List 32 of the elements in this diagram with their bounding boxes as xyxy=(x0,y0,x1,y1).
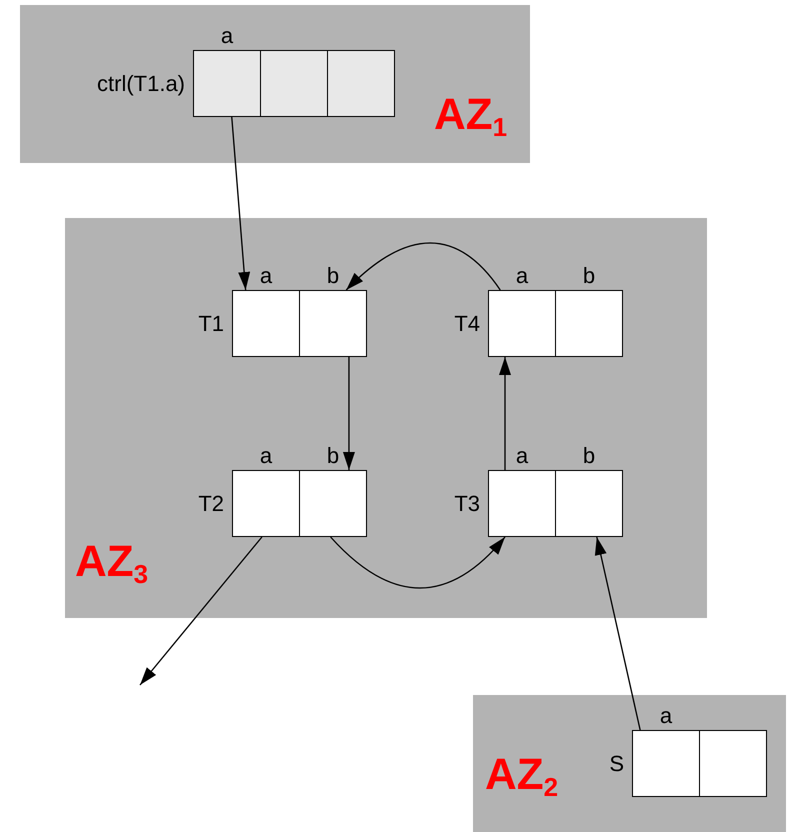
arrow xyxy=(346,242,501,290)
field-label: b xyxy=(326,442,340,470)
zone-label: AZ$_{1}$ xyxy=(434,93,508,137)
record-label: S xyxy=(609,750,624,778)
record-field xyxy=(699,730,767,797)
field-label: a xyxy=(258,442,274,470)
arrow xyxy=(499,357,511,470)
field-label: b xyxy=(582,442,596,470)
field-label: a xyxy=(514,262,530,290)
arrow xyxy=(342,357,355,470)
record-label: T1 xyxy=(198,310,224,338)
field-label: a xyxy=(514,442,530,470)
record-field xyxy=(260,50,328,117)
record-label: T3 xyxy=(454,490,480,518)
record-label: T2 xyxy=(198,490,224,518)
record-label: T4 xyxy=(454,310,480,338)
zone-label: AZ$_{3}$ xyxy=(75,540,148,584)
arrow xyxy=(594,536,641,730)
field-label: a xyxy=(258,262,274,290)
arrow xyxy=(231,116,250,290)
zone-panel xyxy=(20,5,530,163)
zone-panel xyxy=(65,218,707,618)
zone-panel xyxy=(473,695,786,832)
field-label: b xyxy=(582,262,596,290)
arrow xyxy=(140,536,262,686)
field-label: b xyxy=(326,262,340,290)
record-label: ctrl(T1.a) xyxy=(97,70,185,98)
field-label: a xyxy=(658,702,674,730)
arrow xyxy=(330,536,506,589)
zone-label: AZ$_{2}$ xyxy=(485,753,558,797)
field-label: a xyxy=(220,22,234,50)
record-field xyxy=(327,50,395,117)
